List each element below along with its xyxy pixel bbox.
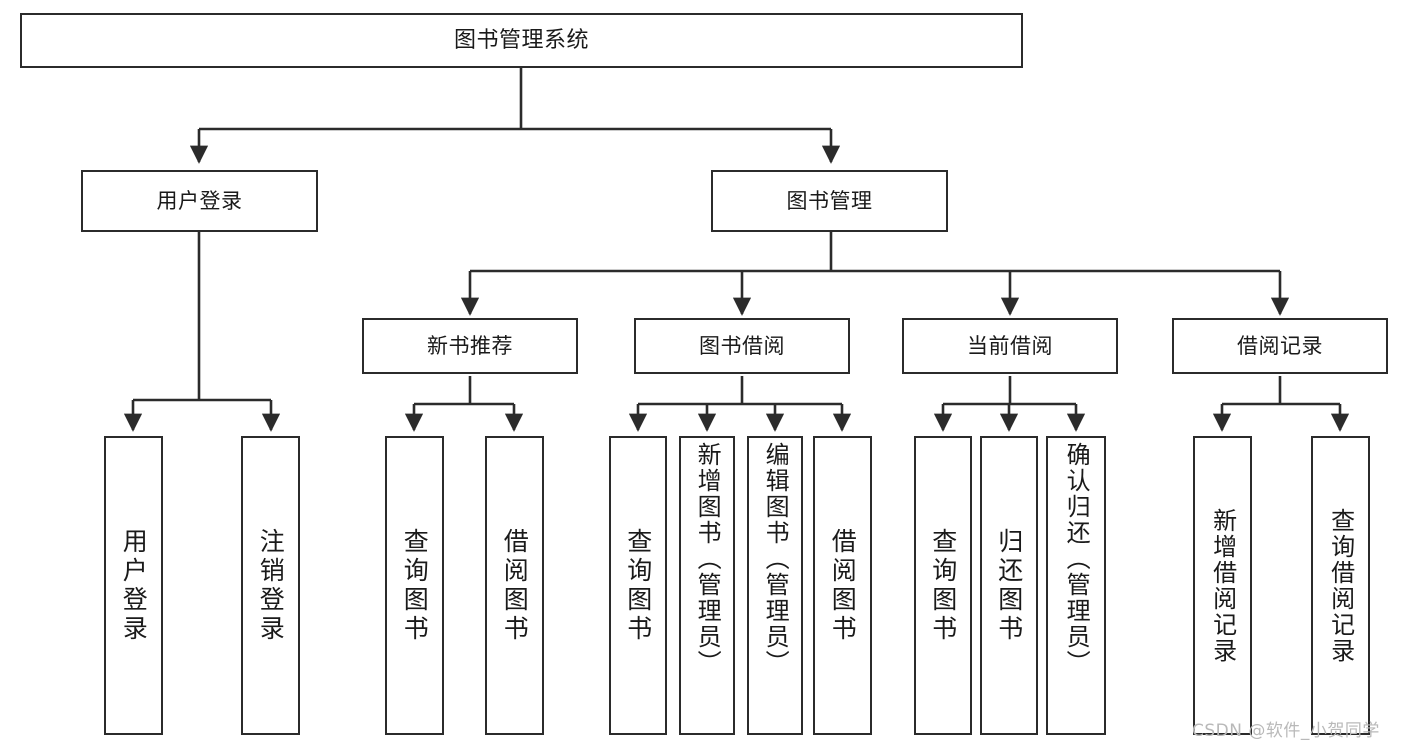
leaf-new-book-query[interactable]: 查询图书 (385, 436, 444, 735)
node-label: 用户登录 (156, 188, 243, 213)
node-label: 确认归还（管理员） (1062, 442, 1091, 676)
node-label: 借阅图书 (828, 527, 858, 644)
leaf-user-login-login[interactable]: 用户登录 (104, 436, 163, 735)
node-label: 图书管理 (786, 188, 873, 213)
leaf-book-borrow-query[interactable]: 查询图书 (609, 436, 667, 735)
node-label: 用户登录 (119, 527, 149, 644)
node-label: 查询图书 (623, 527, 653, 644)
node-label: 查询借阅记录 (1326, 507, 1355, 664)
node-label: 借阅记录 (1237, 333, 1323, 358)
node-book-borrow[interactable]: 图书借阅 (634, 318, 850, 374)
node-label: 图书管理系统 (453, 27, 589, 53)
leaf-book-borrow-borrow[interactable]: 借阅图书 (813, 436, 872, 735)
leaf-current-borrow-return[interactable]: 归还图书 (980, 436, 1038, 735)
node-label: 当前借阅 (967, 333, 1053, 358)
leaf-borrow-record-add[interactable]: 新增借阅记录 (1193, 436, 1252, 735)
node-label: 注销登录 (256, 527, 286, 644)
node-book-management[interactable]: 图书管理 (711, 170, 948, 232)
node-label: 查询图书 (400, 527, 430, 644)
leaf-book-borrow-add[interactable]: 新增图书（管理员） (679, 436, 735, 735)
leaf-new-book-borrow[interactable]: 借阅图书 (485, 436, 544, 735)
leaf-book-borrow-edit[interactable]: 编辑图书（管理员） (747, 436, 803, 735)
node-new-book-recommend[interactable]: 新书推荐 (362, 318, 578, 374)
leaf-current-borrow-query[interactable]: 查询图书 (914, 436, 972, 735)
node-label: 借阅图书 (500, 527, 530, 644)
node-label: 编辑图书（管理员） (761, 442, 790, 676)
node-label: 新书推荐 (427, 333, 513, 358)
csdn-watermark: CSDN @软件_小贺同学 (1192, 721, 1380, 741)
node-user-login[interactable]: 用户登录 (81, 170, 318, 232)
node-label: 归还图书 (994, 527, 1024, 644)
node-label: 新增借阅记录 (1208, 507, 1237, 664)
leaf-current-borrow-confirm-return[interactable]: 确认归还（管理员） (1046, 436, 1106, 735)
node-label: 查询图书 (928, 527, 958, 644)
leaf-borrow-record-query[interactable]: 查询借阅记录 (1311, 436, 1370, 735)
node-current-borrow[interactable]: 当前借阅 (902, 318, 1118, 374)
node-borrow-record[interactable]: 借阅记录 (1172, 318, 1388, 374)
node-root-system[interactable]: 图书管理系统 (20, 13, 1023, 68)
node-label: 新增图书（管理员） (693, 442, 722, 676)
leaf-user-login-logout[interactable]: 注销登录 (241, 436, 300, 735)
node-label: 图书借阅 (699, 333, 785, 358)
